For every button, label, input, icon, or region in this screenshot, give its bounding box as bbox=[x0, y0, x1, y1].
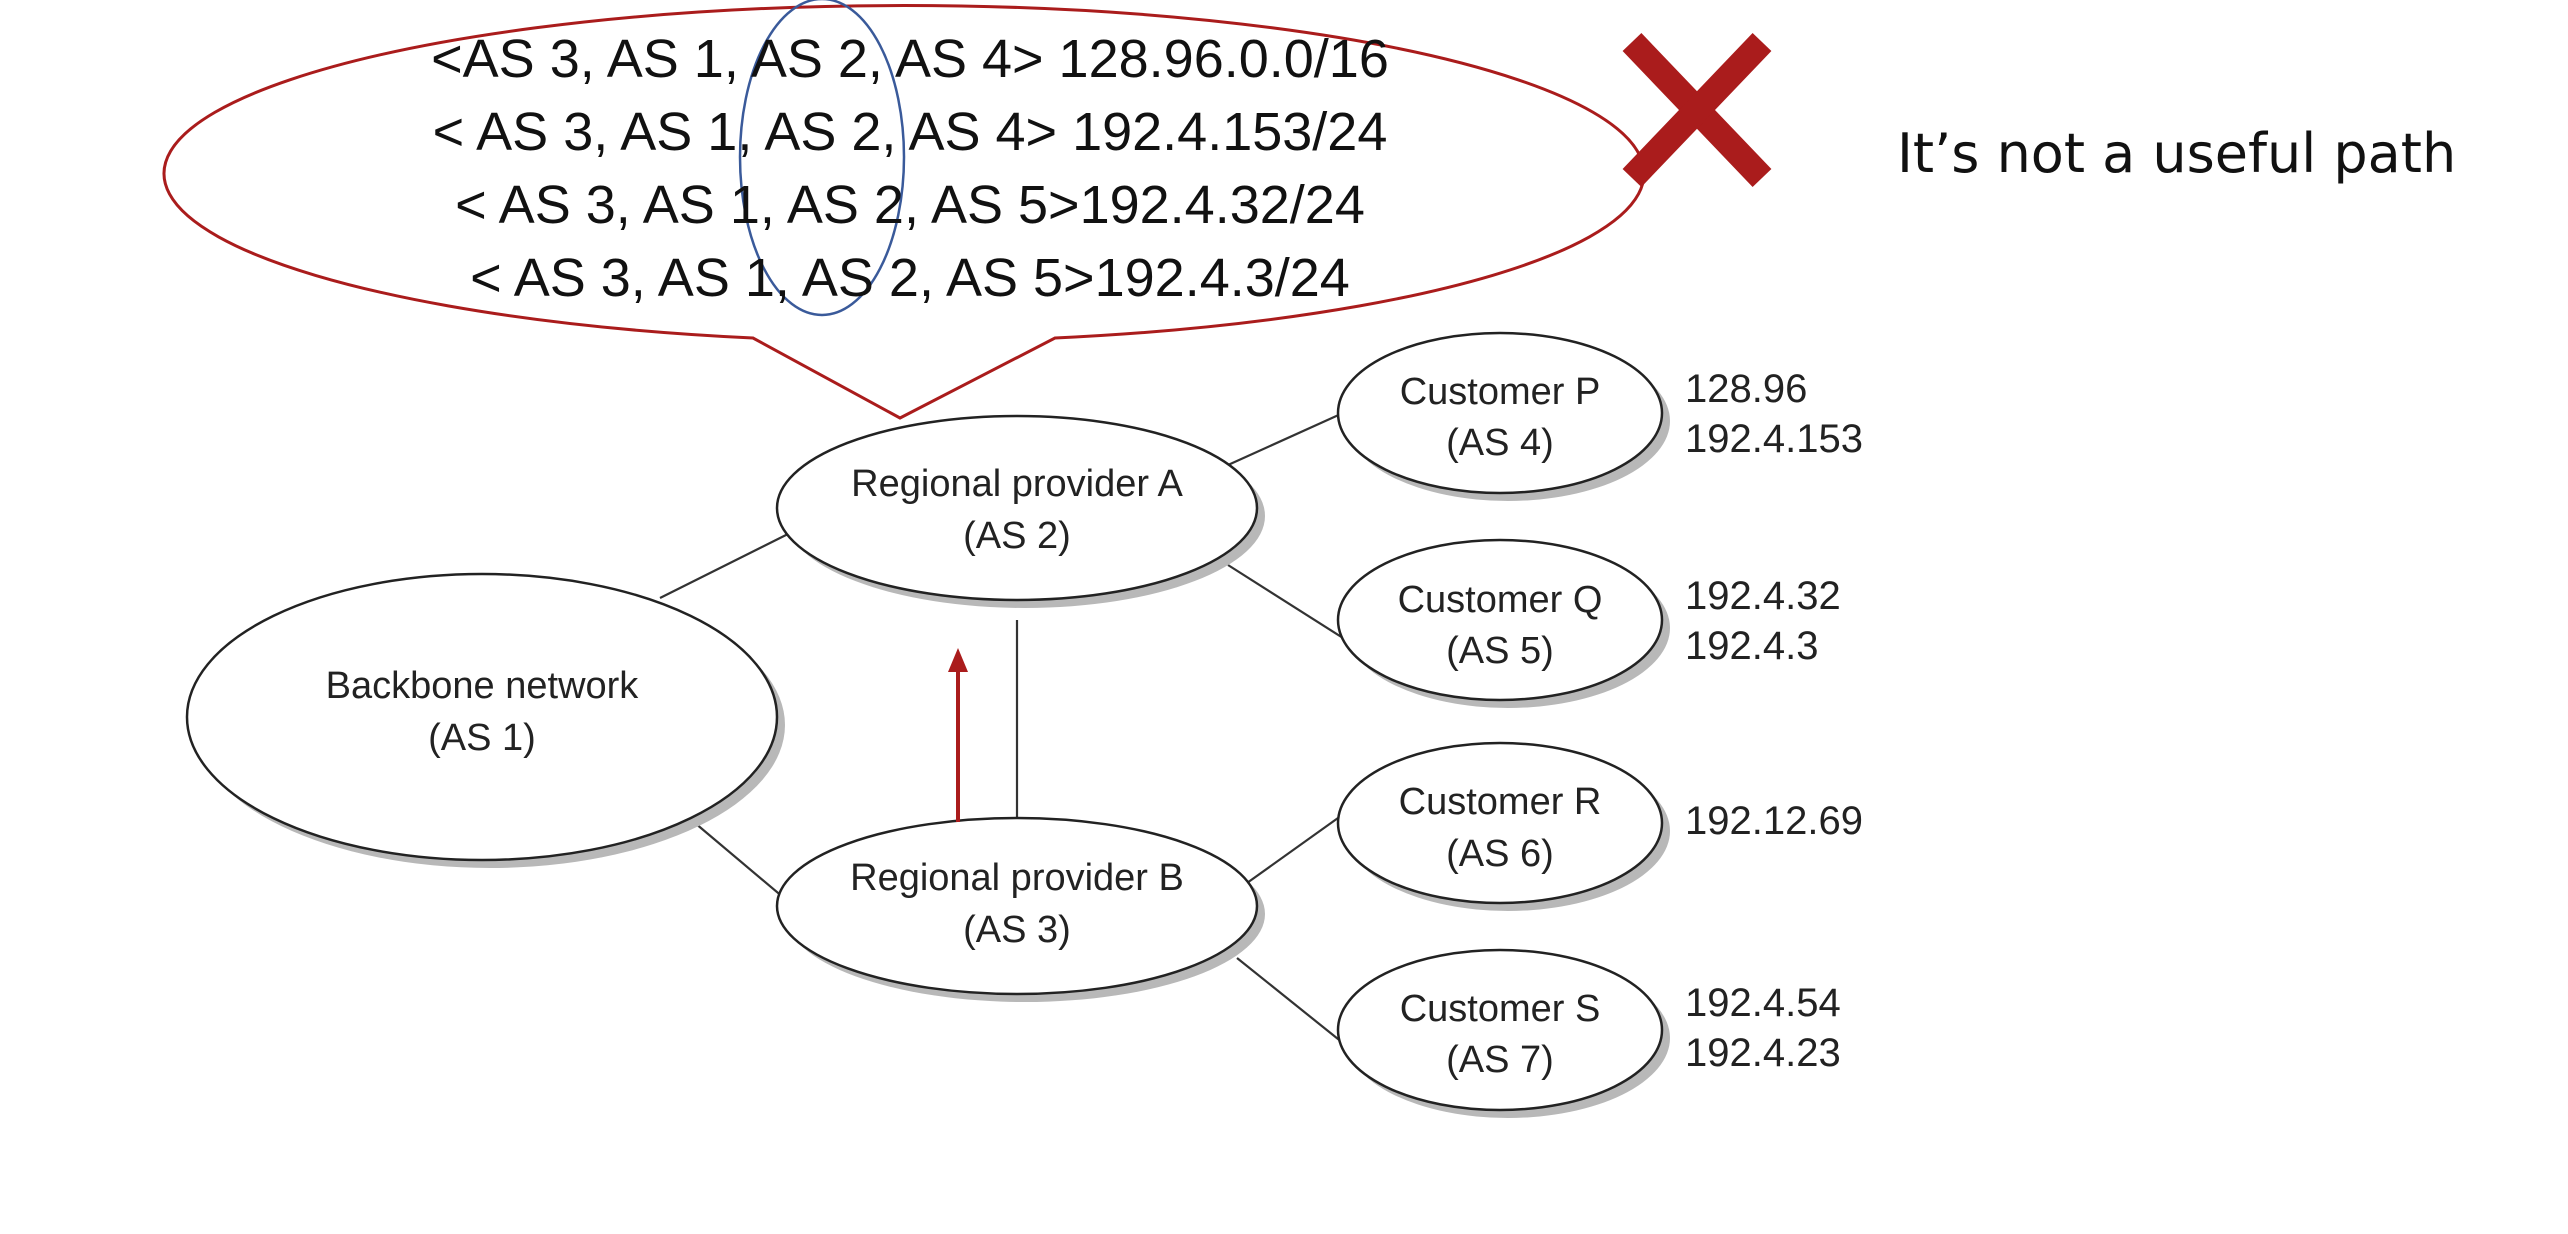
link-backbone-provider-a bbox=[659, 532, 791, 599]
callout-path-3: < AS 3, AS 1, AS 2, AS 5>192.4.32/24 bbox=[455, 175, 1365, 235]
cross-icon bbox=[1622, 33, 1772, 187]
node-customer-s-name: Customer S bbox=[1400, 988, 1601, 1030]
customer-s-prefix-1: 192.4.54 bbox=[1685, 981, 1841, 1025]
node-customer-s-as: (AS 7) bbox=[1446, 1039, 1554, 1081]
node-customer-p-name: Customer P bbox=[1400, 371, 1601, 413]
customer-q-prefix-2: 192.4.3 bbox=[1685, 624, 1818, 668]
callout-path-1: <AS 3, AS 1, AS 2, AS 4> 128.96.0.0/16 bbox=[431, 29, 1389, 89]
node-provider-a-as: (AS 2) bbox=[963, 515, 1071, 557]
node-backbone: Backbone network (AS 1) bbox=[185, 572, 785, 868]
node-provider-b-as: (AS 3) bbox=[963, 909, 1071, 951]
node-provider-b-name: Regional provider B bbox=[850, 857, 1184, 899]
node-customer-s: Customer S (AS 7) bbox=[1336, 948, 1670, 1118]
node-customer-r-name: Customer R bbox=[1399, 781, 1602, 823]
customer-r-prefix-1: 192.12.69 bbox=[1685, 799, 1863, 843]
customer-p-prefix-1: 128.96 bbox=[1685, 367, 1807, 411]
arrow-up-icon bbox=[948, 648, 968, 822]
node-customer-p: Customer P (AS 4) bbox=[1336, 331, 1670, 501]
path-callout: <AS 3, AS 1, AS 2, AS 4> 128.96.0.0/16 <… bbox=[162, 0, 1646, 420]
node-customer-p-as: (AS 4) bbox=[1446, 422, 1554, 464]
as2-highlight-ellipse bbox=[738, 0, 906, 317]
node-provider-a-name: Regional provider A bbox=[851, 463, 1183, 505]
link-provider-b-customer-s bbox=[1236, 957, 1344, 1044]
node-customer-r-as: (AS 6) bbox=[1446, 833, 1554, 875]
prefix-labels: 128.96 192.4.153 192.4.32 192.4.3 192.12… bbox=[1685, 367, 1863, 1075]
rejection-note: It’s not a useful path bbox=[1897, 122, 2456, 185]
node-backbone-as: (AS 1) bbox=[428, 717, 536, 759]
link-provider-a-customer-q bbox=[1227, 564, 1344, 639]
customer-s-prefix-2: 192.4.23 bbox=[1685, 1031, 1841, 1075]
callout-path-4: < AS 3, AS 1, AS 2, AS 5>192.4.3/24 bbox=[470, 248, 1350, 308]
callout-path-2: < AS 3, AS 1, AS 2, AS 4> 192.4.153/24 bbox=[433, 102, 1388, 162]
customer-q-prefix-1: 192.4.32 bbox=[1685, 574, 1841, 618]
node-provider-a: Regional provider A (AS 2) bbox=[775, 414, 1265, 608]
node-provider-b: Regional provider B (AS 3) bbox=[775, 816, 1265, 1002]
customer-p-prefix-2: 192.4.153 bbox=[1685, 417, 1863, 461]
node-customer-q-as: (AS 5) bbox=[1446, 630, 1554, 672]
link-provider-a-customer-p bbox=[1227, 411, 1344, 467]
node-backbone-name: Backbone network bbox=[326, 665, 640, 707]
link-provider-b-customer-r bbox=[1246, 817, 1339, 884]
node-customer-q-name: Customer Q bbox=[1398, 579, 1603, 621]
links bbox=[659, 411, 1344, 1044]
node-customer-r: Customer R (AS 6) bbox=[1336, 741, 1670, 911]
link-backbone-provider-b bbox=[694, 822, 791, 904]
node-customer-q: Customer Q (AS 5) bbox=[1336, 538, 1670, 708]
